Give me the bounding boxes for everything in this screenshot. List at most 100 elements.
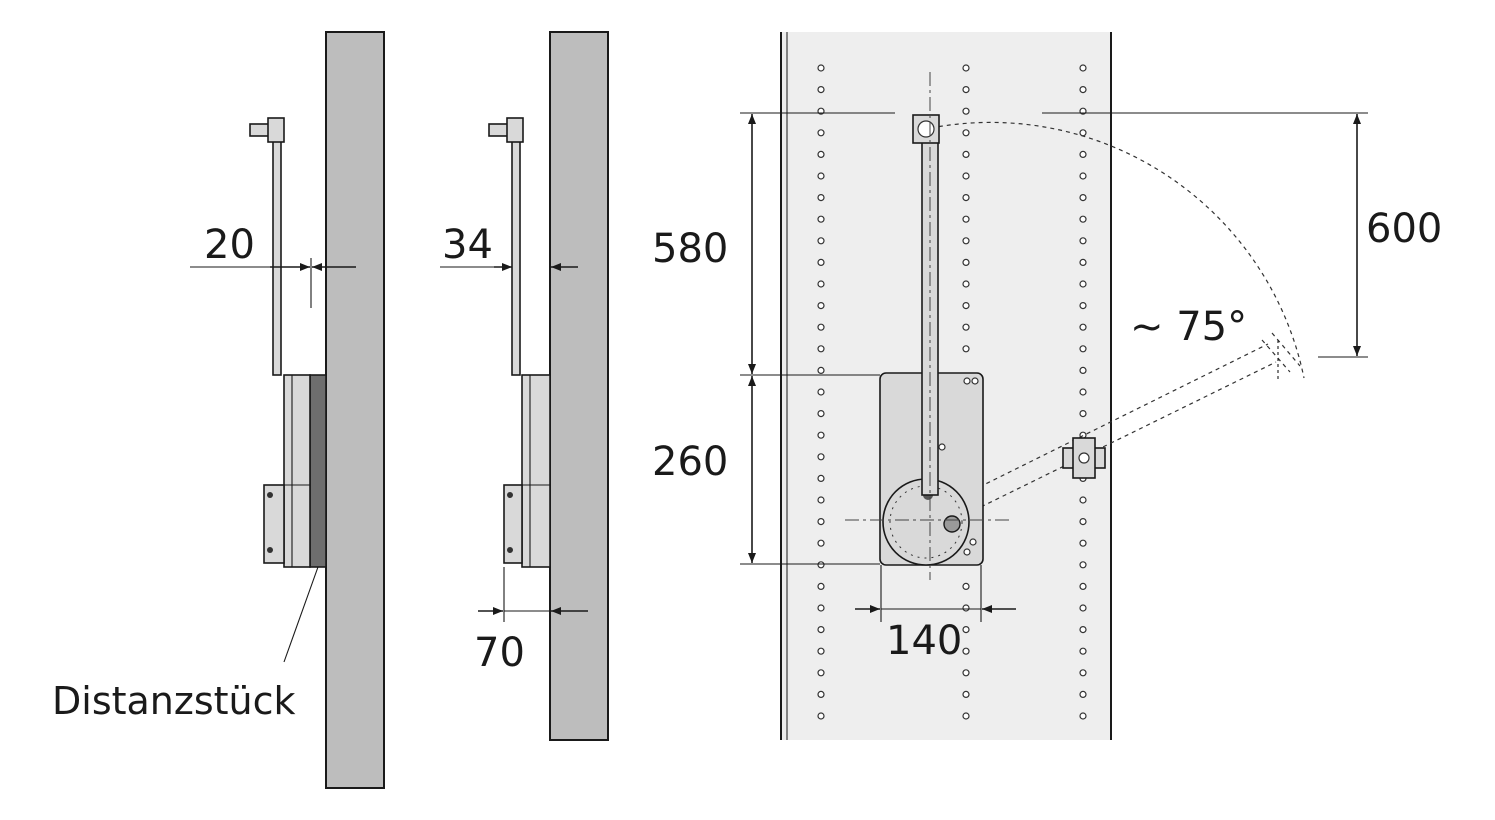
system-hole — [817, 410, 825, 418]
system-hole — [962, 690, 970, 699]
system-hole — [962, 302, 970, 310]
system-hole — [817, 64, 825, 72]
cabinet-side-panel-2 — [549, 31, 609, 741]
side-view-with-spacer: 20 Distanzstück — [52, 31, 385, 789]
system-hole — [962, 64, 970, 72]
lift-rod — [272, 139, 282, 376]
system-hole — [1079, 366, 1087, 374]
system-hole — [817, 647, 825, 655]
system-hole — [817, 669, 825, 677]
lift-rod-2 — [511, 139, 521, 376]
system-hole — [1079, 129, 1087, 137]
system-hole — [1079, 280, 1087, 288]
system-hole — [817, 194, 825, 202]
system-hole — [962, 647, 970, 655]
system-hole — [1079, 323, 1087, 331]
system-hole — [962, 85, 970, 94]
system-hole — [817, 215, 825, 223]
system-hole — [962, 280, 970, 288]
rod-handle-head — [267, 117, 285, 143]
dimension-260: 260 — [652, 439, 728, 485]
system-hole — [1079, 85, 1087, 94]
system-hole — [962, 237, 970, 245]
system-hole — [1079, 237, 1087, 245]
system-hole — [1079, 345, 1087, 353]
system-hole — [817, 302, 825, 310]
system-hole — [1079, 561, 1087, 569]
system-hole — [1079, 496, 1087, 504]
system-hole — [817, 496, 825, 504]
system-hole — [962, 258, 970, 266]
system-hole — [1079, 64, 1087, 72]
lift-mechanism-side — [283, 374, 311, 568]
spacer-block — [309, 374, 327, 568]
system-hole — [1079, 302, 1087, 310]
mechanism-bracket-2 — [503, 484, 523, 564]
swung-rod-edge-2 — [937, 361, 1277, 529]
system-hole — [817, 690, 825, 699]
dimension-140: 140 — [886, 618, 962, 664]
system-hole — [1079, 625, 1087, 634]
system-hole — [1079, 410, 1087, 418]
system-hole — [817, 280, 825, 288]
system-hole — [817, 474, 825, 482]
front-view: 580 260 600 ~ 75° 140 — [652, 32, 1442, 740]
dimension-600: 600 — [1366, 206, 1442, 252]
system-hole — [1079, 517, 1087, 526]
dimension-70: 70 — [474, 630, 525, 676]
system-hole — [817, 582, 825, 591]
system-hole — [962, 712, 970, 720]
system-hole — [1079, 194, 1087, 202]
system-hole — [817, 388, 825, 396]
system-hole — [817, 561, 825, 569]
system-hole — [962, 625, 970, 634]
swung-rod-edge-1 — [928, 343, 1269, 513]
system-hole — [962, 669, 970, 677]
mechanism-bracket — [263, 484, 285, 564]
system-hole — [817, 150, 825, 158]
system-hole — [817, 237, 825, 245]
system-hole — [962, 215, 970, 223]
system-hole — [1079, 690, 1087, 699]
system-hole — [817, 172, 825, 180]
system-hole — [817, 517, 825, 526]
system-hole — [962, 150, 970, 158]
rod-handle-pin — [249, 123, 271, 137]
system-hole — [1079, 172, 1087, 180]
system-hole — [1079, 604, 1087, 612]
dimension-34: 34 — [442, 222, 493, 268]
system-hole — [1079, 388, 1087, 396]
system-hole — [962, 172, 970, 180]
dimension-20: 20 — [204, 222, 255, 268]
system-hole — [962, 323, 970, 331]
system-hole — [817, 258, 825, 266]
lift-mechanism-side-2 — [521, 374, 551, 568]
mounting-bracket — [1062, 437, 1106, 479]
system-hole — [817, 453, 825, 461]
system-hole — [817, 539, 825, 547]
system-hole — [817, 129, 825, 137]
system-hole — [962, 582, 970, 591]
system-hole — [962, 345, 970, 353]
rod-handle-head-2 — [506, 117, 524, 143]
system-hole — [817, 431, 825, 439]
system-hole — [1079, 669, 1087, 677]
system-hole — [1079, 582, 1087, 591]
system-hole — [1079, 150, 1087, 158]
swing-angle: ~ 75° — [1130, 304, 1247, 350]
system-hole — [817, 712, 825, 720]
system-hole — [962, 107, 970, 115]
system-holes — [817, 64, 1087, 720]
system-hole — [817, 366, 825, 374]
spacer-label: Distanzstück — [52, 679, 296, 723]
rod-handle-pin-2 — [488, 123, 510, 137]
system-hole — [1079, 258, 1087, 266]
system-hole — [1079, 215, 1087, 223]
system-hole — [817, 85, 825, 94]
system-hole — [962, 129, 970, 137]
dimension-580: 580 — [652, 226, 728, 272]
system-hole — [817, 625, 825, 634]
system-hole — [817, 323, 825, 331]
cabinet-side-panel — [325, 31, 385, 789]
